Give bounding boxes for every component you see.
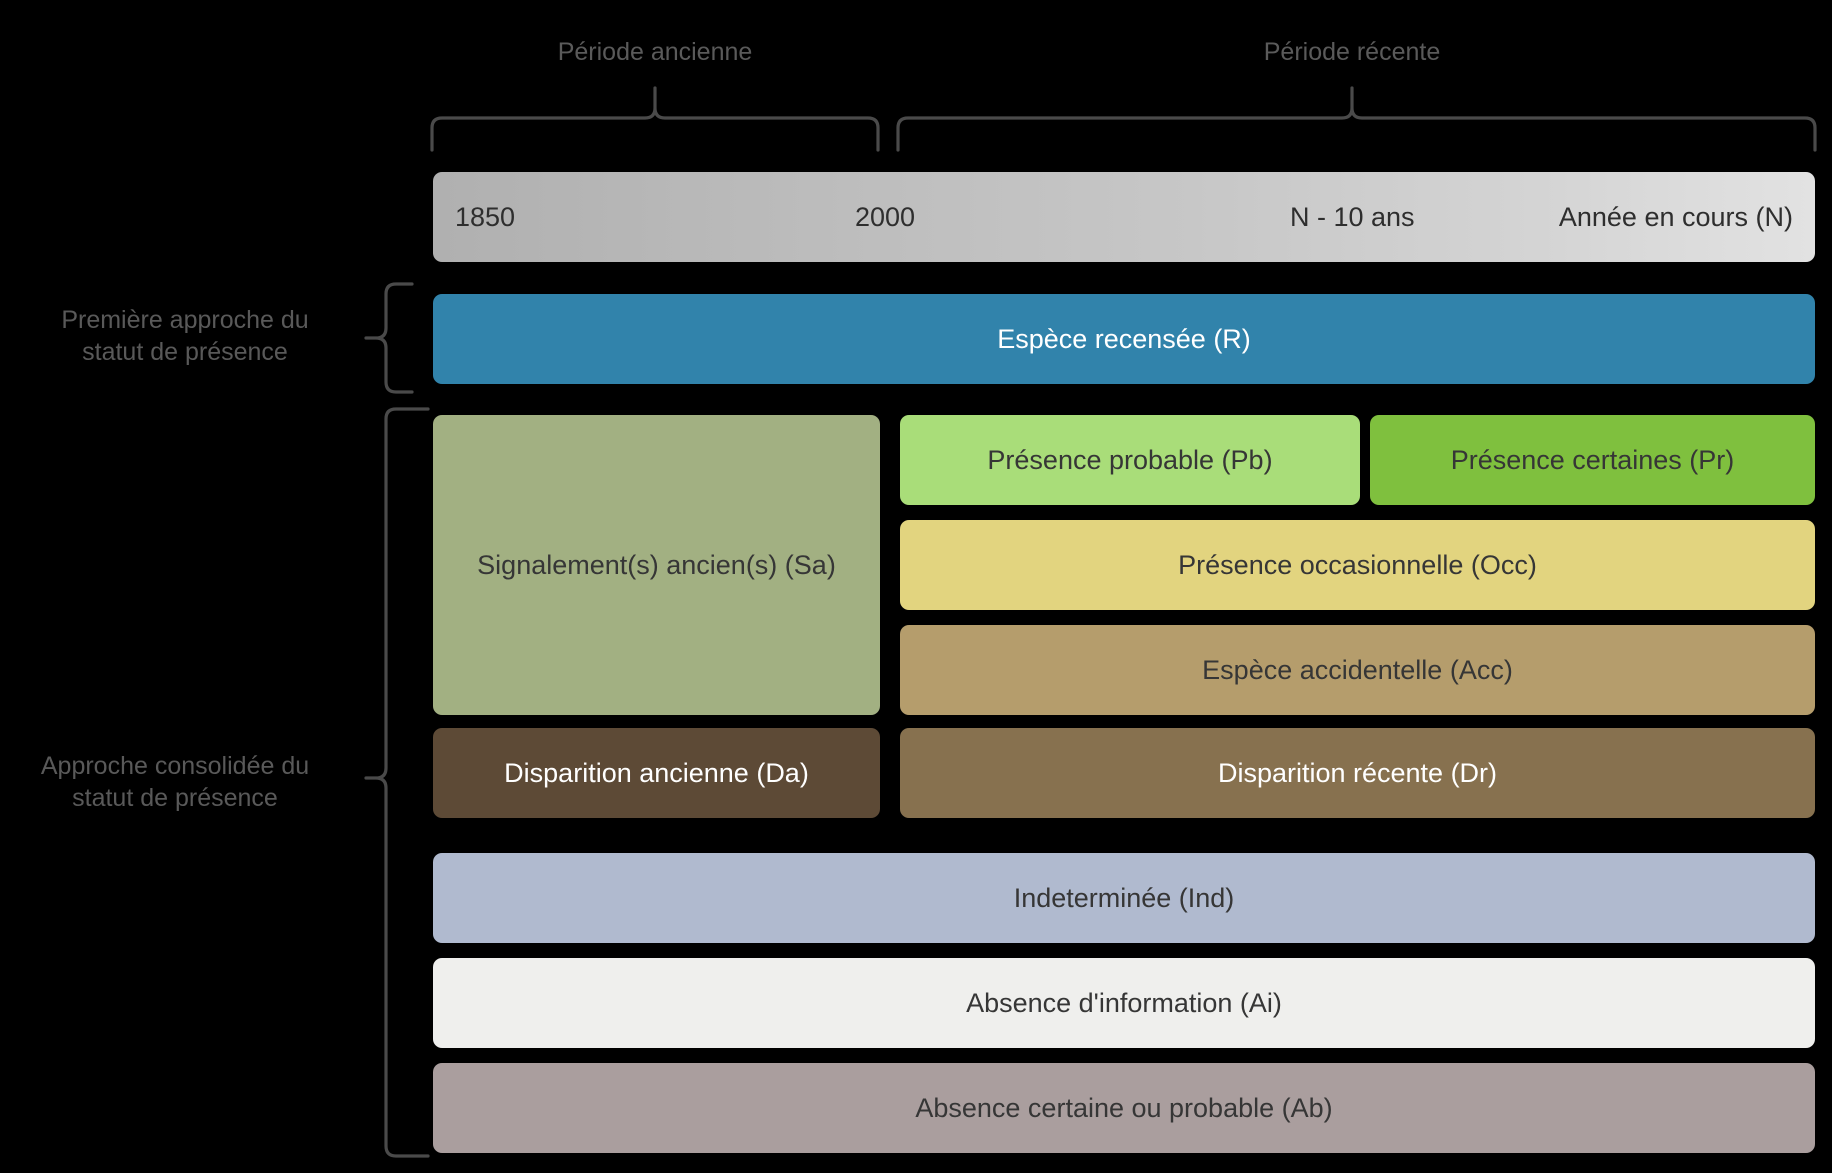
- group-label-premiere-approche: Première approche du statut de présence: [61, 306, 309, 366]
- timeline-tick-1850: 1850: [455, 201, 516, 232]
- bar-label-signalements-anciens: Signalement(s) ancien(s) (Sa): [477, 549, 836, 580]
- bar-label-presence-certaines: Présence certaines (Pr): [1450, 444, 1735, 475]
- group-brace-consolidee: [364, 407, 430, 1158]
- period-label-recente: Période récente: [1263, 38, 1441, 66]
- bar-indeterminee[interactable]: Indeterminée (Ind): [433, 853, 1815, 943]
- bar-label-espece-recensee: Espèce recensée (R): [997, 323, 1251, 354]
- bar-espece-recensee[interactable]: Espèce recensée (R): [433, 294, 1815, 384]
- bar-signalements-anciens[interactable]: Signalement(s) ancien(s) (Sa): [433, 415, 880, 715]
- bar-presence-probable[interactable]: Présence probable (Pb): [900, 415, 1360, 505]
- period-label-ancienne: Période ancienne: [557, 38, 753, 66]
- bar-label-disparition-recente: Disparition récente (Dr): [1217, 757, 1498, 788]
- group-brace-premiere: [364, 282, 414, 394]
- timeline-tick-current-year: Année en cours (N): [1558, 201, 1793, 232]
- bar-disparition-ancienne[interactable]: Disparition ancienne (Da): [433, 728, 880, 818]
- bar-absence-information[interactable]: Absence d'information (Ai): [433, 958, 1815, 1048]
- group-label-approche-consolidee: Approche consolidée du statut de présenc…: [40, 752, 310, 812]
- bar-disparition-recente[interactable]: Disparition récente (Dr): [900, 728, 1815, 818]
- bar-espece-accidentelle[interactable]: Espèce accidentelle (Acc): [900, 625, 1815, 715]
- bar-label-disparition-ancienne: Disparition ancienne (Da): [504, 757, 809, 788]
- bar-label-indeterminee: Indeterminée (Ind): [1013, 882, 1235, 913]
- bar-label-presence-probable: Présence probable (Pb): [987, 444, 1273, 475]
- bar-label-espece-accidentelle: Espèce accidentelle (Acc): [1202, 654, 1513, 685]
- timeline-tick-2000: 2000: [855, 201, 916, 232]
- bar-label-absence-certaine-probable: Absence certaine ou probable (Ab): [915, 1092, 1333, 1123]
- timeline-tick-n-minus-10: N - 10 ans: [1290, 201, 1415, 232]
- bar-presence-occasionnelle[interactable]: Présence occasionnelle (Occ): [900, 520, 1815, 610]
- bar-absence-certaine-probable[interactable]: Absence certaine ou probable (Ab): [433, 1063, 1815, 1153]
- period-brace-ancienne: [430, 86, 1817, 152]
- bar-presence-certaines[interactable]: Présence certaines (Pr): [1370, 415, 1815, 505]
- bar-label-absence-information: Absence d'information (Ai): [966, 987, 1282, 1018]
- bar-label-presence-occasionnelle: Présence occasionnelle (Occ): [1178, 549, 1537, 580]
- timeline-bar: 1850 2000 N - 10 ans Année en cours (N): [433, 172, 1815, 262]
